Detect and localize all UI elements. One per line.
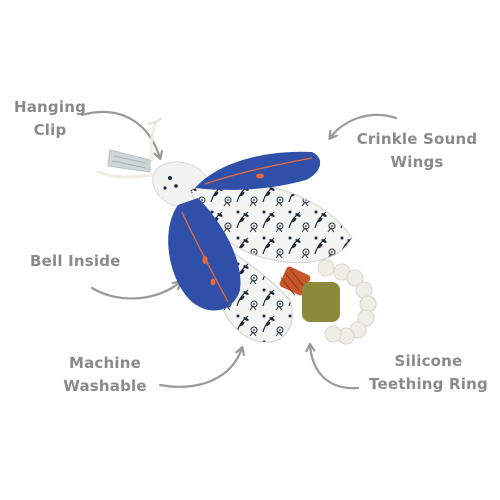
label-silicone-ring-line1: Silicone (394, 352, 463, 370)
arrow-machine-washable (158, 348, 242, 388)
label-machine-washable: Machine Washable (50, 352, 160, 398)
crinkle-wing-lower (168, 198, 241, 311)
label-hanging-clip-line1: Hanging (13, 98, 87, 116)
arrow-crinkle-wings (330, 113, 398, 138)
label-crinkle-wings-line2: Wings (390, 153, 444, 171)
label-bell-inside-line1: Bell Inside (30, 252, 121, 270)
crinkle-wing-upper (195, 151, 321, 190)
label-crinkle-wings: Crinkle Sound Wings (352, 128, 482, 174)
arrow-silicone-ring (310, 345, 360, 390)
label-hanging-clip: Hanging Clip (10, 96, 90, 142)
label-hanging-clip-line2: Clip (33, 121, 67, 139)
label-bell-inside: Bell Inside (30, 250, 130, 273)
toy-beetle-image (96, 117, 377, 345)
label-silicone-ring-line2: Teething Ring (369, 375, 488, 393)
label-crinkle-wings-line1: Crinkle Sound (356, 130, 478, 148)
label-machine-washable-line2: Washable (63, 377, 147, 395)
teether-green-block (302, 282, 340, 322)
label-silicone-ring: Silicone Teething Ring (366, 350, 491, 396)
antenna-string (96, 170, 154, 179)
silicone-teething-ring (317, 259, 377, 345)
antenna-string (149, 120, 158, 162)
arrow-hanging-clip (80, 110, 160, 158)
arrow-bell-inside (90, 282, 180, 300)
label-machine-washable-line1: Machine (68, 354, 141, 372)
